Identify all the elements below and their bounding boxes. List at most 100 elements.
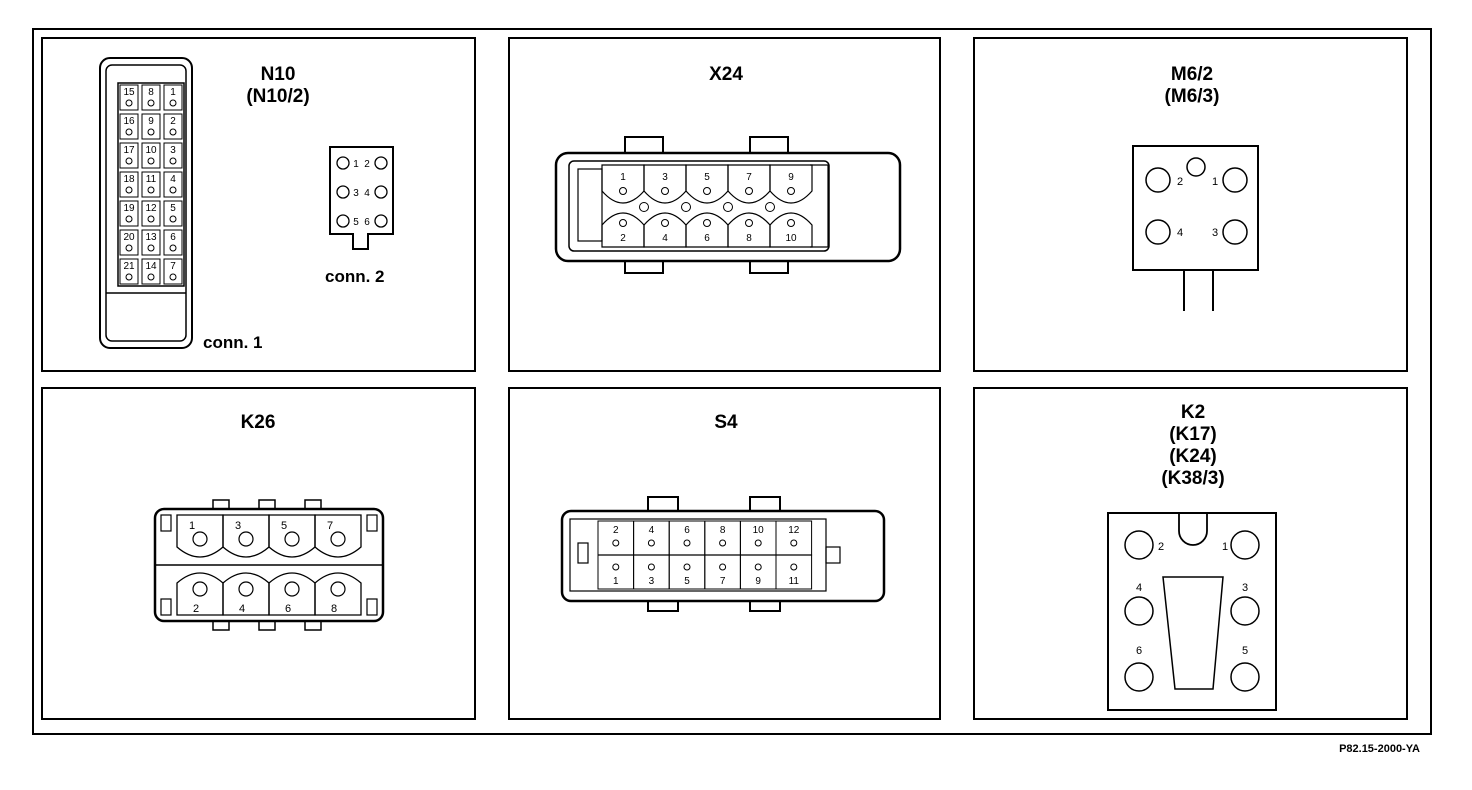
- pin-label: 13: [145, 232, 157, 243]
- pin-hole: [169, 273, 177, 281]
- pin-cell: [141, 142, 161, 169]
- pin-label: 8: [148, 87, 154, 98]
- pin-hole: [125, 99, 133, 107]
- pin-hole: [703, 187, 711, 195]
- pin-label: 6: [1136, 645, 1142, 657]
- pin-hole: [147, 99, 155, 107]
- x24-inner: [568, 160, 830, 252]
- pin-hole: [1230, 596, 1260, 626]
- panel-title: K2 (K17) (K24) (K38/3): [1143, 402, 1243, 490]
- pin-hole: [284, 581, 300, 597]
- pin-hole: [147, 244, 155, 252]
- conn2-housing: [329, 146, 394, 250]
- pin-label: 4: [1177, 227, 1183, 239]
- pin-label: 5: [684, 576, 690, 587]
- pin-cell: [141, 113, 161, 140]
- pin-label: 11: [146, 174, 157, 185]
- pin-label: 7: [746, 172, 752, 183]
- pin-cavity: [769, 212, 813, 248]
- k2-key-notch: [1178, 513, 1208, 546]
- title-line: (N10/2): [246, 86, 310, 107]
- pin-cavity: [314, 572, 362, 616]
- k2-center-block: [1162, 576, 1224, 690]
- pin-hole: [612, 563, 620, 571]
- pin-label: 6: [170, 232, 176, 243]
- pin-hole: [1230, 530, 1260, 560]
- pin-hole: [787, 219, 795, 227]
- m62-key-hole: [1186, 157, 1206, 177]
- conn2-label: conn. 2: [325, 267, 385, 286]
- pin-hole: [790, 563, 798, 571]
- pin-hole: [125, 157, 133, 165]
- pin-cell: [141, 229, 161, 256]
- pin-label: 2: [620, 233, 626, 244]
- diagram-frame: [32, 28, 1432, 735]
- pin-label: 2: [170, 116, 176, 127]
- x24-key: [577, 168, 603, 242]
- pin-label: 10: [753, 525, 765, 536]
- pin-label: 8: [720, 525, 726, 536]
- pin-cell: [163, 84, 183, 111]
- pin-label: 5: [1242, 645, 1248, 657]
- title-line: K26: [240, 412, 276, 433]
- pin-hole: [754, 563, 762, 571]
- pin-hole: [169, 244, 177, 252]
- pin-cell: [163, 258, 183, 285]
- panel-title: X24: [686, 64, 766, 86]
- pin-hole: [719, 563, 727, 571]
- diagram-code: P82.15-2000-YA: [1339, 743, 1420, 755]
- pin-label: 2: [364, 159, 370, 170]
- conn1-label: conn. 1: [203, 333, 263, 352]
- title-line: (M6/3): [1164, 86, 1220, 107]
- pin-label: 19: [123, 203, 135, 214]
- pin-cell: [119, 84, 139, 111]
- pin-label: 3: [649, 576, 655, 587]
- pin-hole: [754, 539, 762, 547]
- pin-label: 6: [285, 603, 291, 615]
- pin-hole: [1145, 219, 1171, 245]
- pin-hole: [647, 539, 655, 547]
- pin-cell: [163, 113, 183, 140]
- s4-key: [577, 542, 589, 564]
- pin-cell: [163, 229, 183, 256]
- pin-label: 20: [123, 232, 135, 243]
- pin-label: 14: [145, 261, 157, 272]
- k26-notch: [366, 598, 378, 616]
- pin-hole: [683, 539, 691, 547]
- pin-hole: [1124, 662, 1154, 692]
- pin-hole: [612, 539, 620, 547]
- pin-label: 10: [785, 233, 797, 244]
- pin-cell: [119, 229, 139, 256]
- pin-label: 7: [327, 520, 333, 532]
- pin-hole: [125, 186, 133, 194]
- pin-hole: [284, 531, 300, 547]
- pin-hole: [639, 202, 649, 212]
- pin-label: 2: [193, 603, 199, 615]
- title-line: S4: [714, 412, 738, 433]
- pin-label: 7: [170, 261, 176, 272]
- pin-label: 3: [1242, 582, 1248, 594]
- pin-cavity: [314, 514, 362, 558]
- pin-cell: [119, 200, 139, 227]
- pin-hole: [336, 185, 350, 199]
- panel-title: K26: [218, 412, 298, 434]
- pin-label: 3: [235, 520, 241, 532]
- pin-hole: [169, 128, 177, 136]
- pin-hole: [683, 563, 691, 571]
- pin-hole: [192, 531, 208, 547]
- x24-key-right: [810, 164, 829, 248]
- pin-hole: [1145, 167, 1171, 193]
- pin-label: 3: [170, 145, 176, 156]
- pin-label: 12: [788, 525, 800, 536]
- pin-label: 5: [353, 217, 359, 228]
- pin-hole: [647, 563, 655, 571]
- pin-hole: [125, 128, 133, 136]
